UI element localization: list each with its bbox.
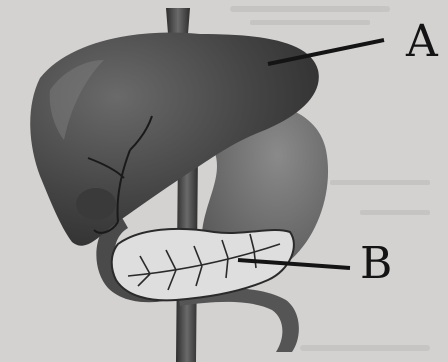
gallbladder bbox=[76, 188, 116, 220]
label-b: B bbox=[360, 242, 392, 286]
label-a: A bbox=[406, 20, 438, 64]
